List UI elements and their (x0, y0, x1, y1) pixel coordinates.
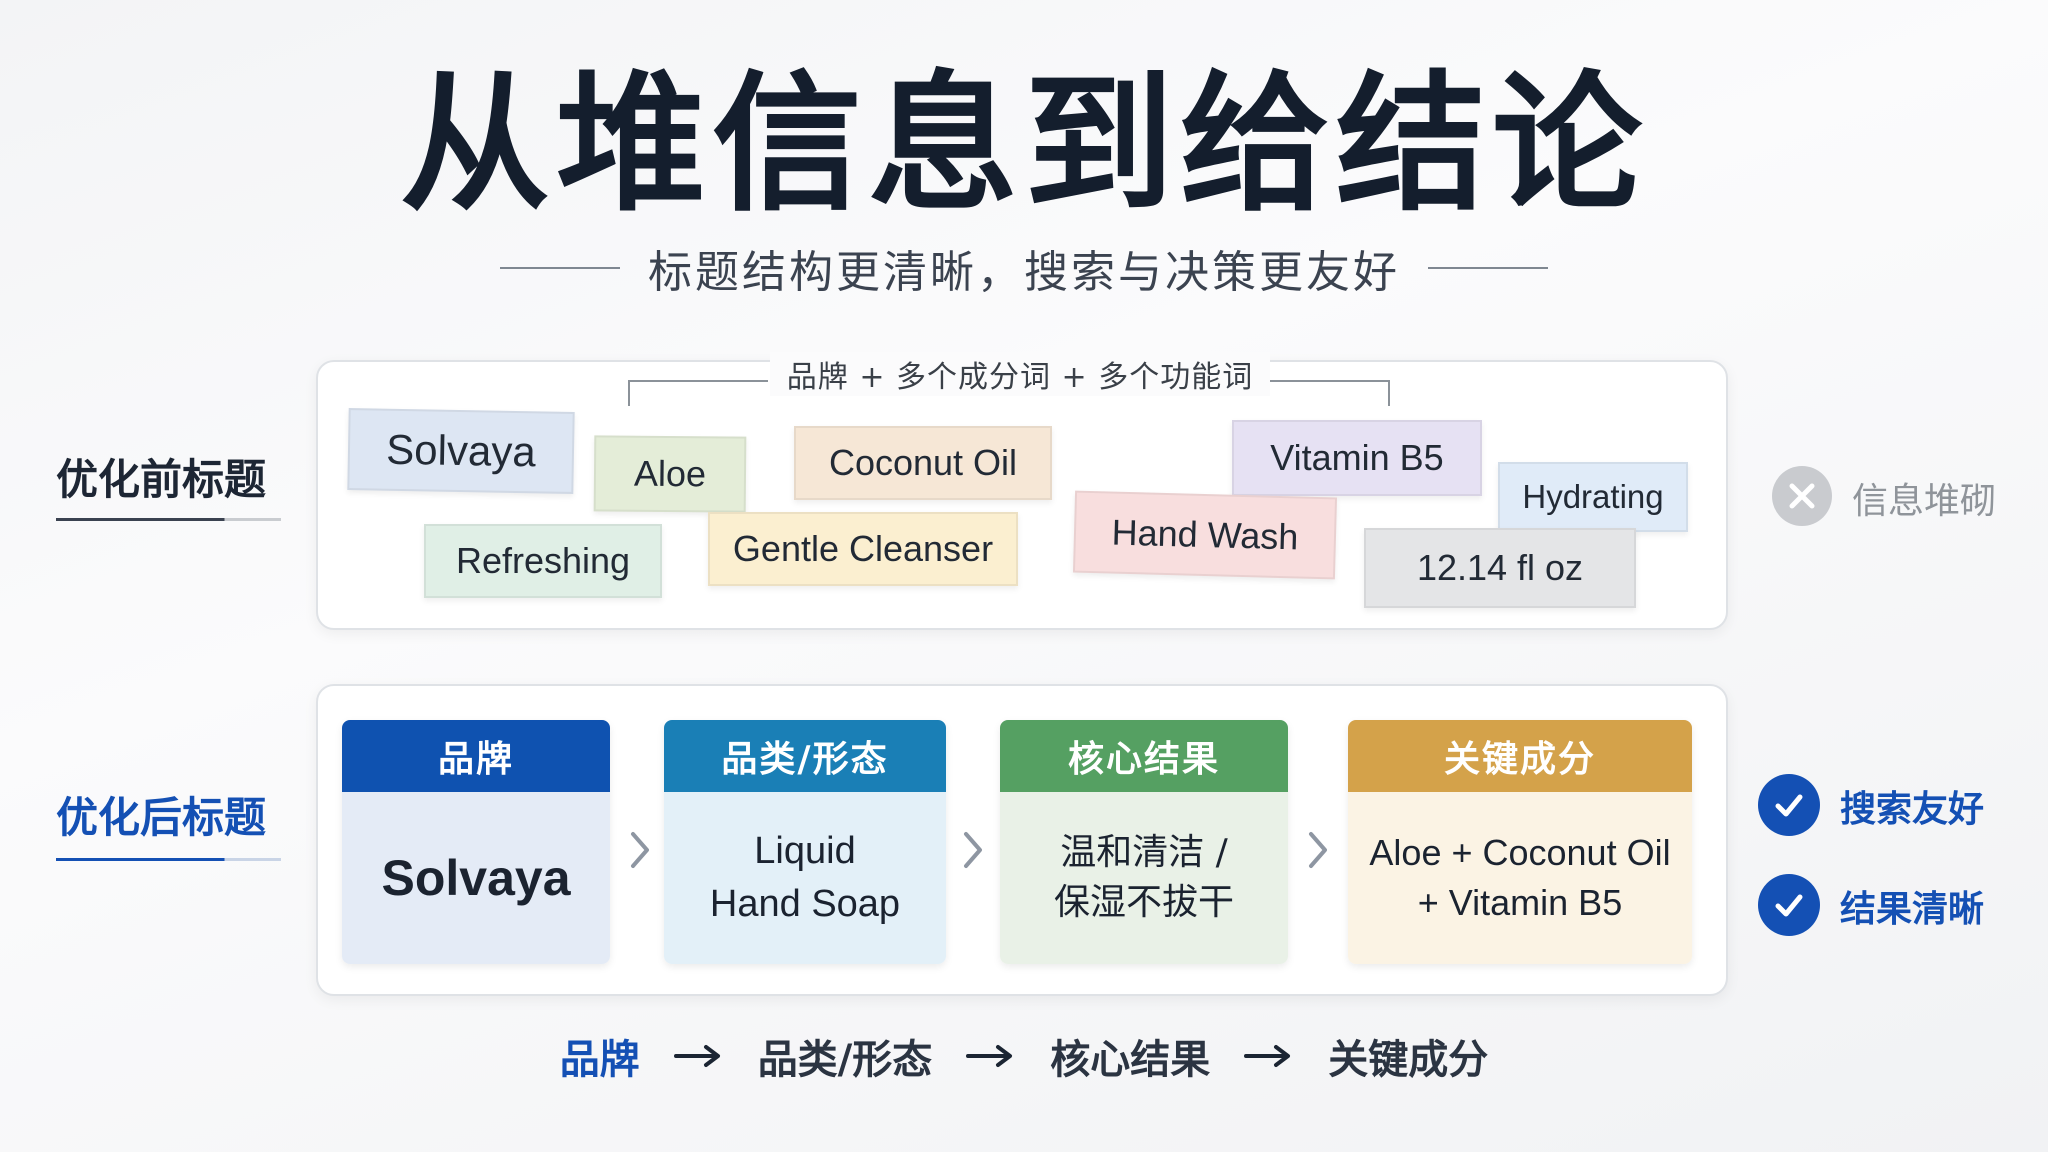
arrow-right-icon (1244, 1045, 1291, 1067)
card-key-ingredients-line-1: Aloe + Coconut Oil (1369, 831, 1671, 873)
chip-hand-wash: Hand Wash (1072, 490, 1338, 580)
flow-step-core-result: 核心结果 (1050, 1037, 1211, 1083)
subtitle: 标题结构更清晰，搜索与决策更友好 (648, 247, 1400, 298)
card-core-result-line-1: 温和清洁 / (1060, 831, 1228, 873)
after-label-underline (56, 858, 281, 861)
flow-step-category: 品类/形态 (757, 1037, 933, 1083)
arrow-right-icon (673, 1045, 720, 1067)
card-brand-body: Solvaya (342, 792, 610, 964)
card-core-result-header: 核心结果 (1000, 720, 1288, 792)
card-category-header: 品类/形态 (664, 720, 946, 792)
annotation-bracket-right (1268, 380, 1390, 406)
benefit-clear-result: 结果清晰 (1840, 889, 1985, 930)
annotation-bracket-left (628, 380, 768, 406)
card-core-result-body: 温和清洁 / 保湿不拔干 (1000, 792, 1288, 964)
chip-hydrating: Hydrating (1498, 462, 1688, 532)
chevron-right-icon (631, 832, 649, 868)
subtitle-line-right (1428, 267, 1548, 269)
check-icon (1758, 774, 1820, 836)
chevron-right-icon (1309, 832, 1327, 868)
card-category-line-1: Liquid (754, 829, 856, 872)
benefit-search-friendly: 搜索友好 (1840, 789, 1985, 830)
card-key-ingredients-header: 关键成分 (1348, 720, 1692, 792)
bottom-flow: 品牌 品类/形态 核心结果 关键成分 (0, 1026, 2048, 1086)
before-label: 优化前标题 (56, 455, 267, 504)
card-key-ingredients-line-2: + Vitamin B5 (1417, 882, 1623, 923)
before-verdict: 信息堆砌 (1852, 481, 1997, 522)
chip-gentle-cleanser: Gentle Cleanser (708, 512, 1018, 586)
chip-refreshing: Refreshing (424, 524, 662, 598)
card-category: 品类/形态 Liquid Hand Soap (664, 720, 946, 964)
card-brand: 品牌 Solvaya (342, 720, 610, 964)
chip-vitamin-b5: Vitamin B5 (1232, 420, 1482, 496)
card-key-ingredients: 关键成分 Aloe + Coconut Oil + Vitamin B5 (1348, 720, 1692, 964)
subtitle-row: 标题结构更清晰，搜索与决策更友好 (0, 240, 2048, 298)
card-core-result-line-2: 保湿不拔干 (1053, 882, 1234, 923)
check-icon (1758, 874, 1820, 936)
main-title: 从堆信息到给结论 (399, 58, 1648, 232)
flow-step-brand: 品牌 (559, 1037, 640, 1083)
flow-step-key-ingredients: 关键成分 (1328, 1037, 1489, 1083)
card-brand-header: 品牌 (342, 720, 610, 792)
reject-icon (1772, 466, 1832, 526)
before-label-underline (56, 518, 281, 521)
arrow-right-icon (966, 1045, 1013, 1067)
card-key-ingredients-body: Aloe + Coconut Oil + Vitamin B5 (1348, 792, 1692, 964)
after-label: 优化后标题 (56, 793, 267, 842)
chip-size: 12.14 fl oz (1364, 528, 1636, 608)
subtitle-line-left (500, 267, 620, 269)
chevron-right-icon (964, 832, 982, 868)
before-annotation: 品牌 + 多个成分词 + 多个功能词 (770, 352, 1270, 396)
chip-coconut-oil: Coconut Oil (794, 426, 1052, 500)
card-category-body: Liquid Hand Soap (664, 792, 946, 964)
chip-aloe: Aloe (593, 435, 747, 513)
card-core-result: 核心结果 温和清洁 / 保湿不拔干 (1000, 720, 1288, 964)
card-category-line-2: Hand Soap (709, 883, 901, 925)
chip-brand: Solvaya (347, 408, 575, 494)
